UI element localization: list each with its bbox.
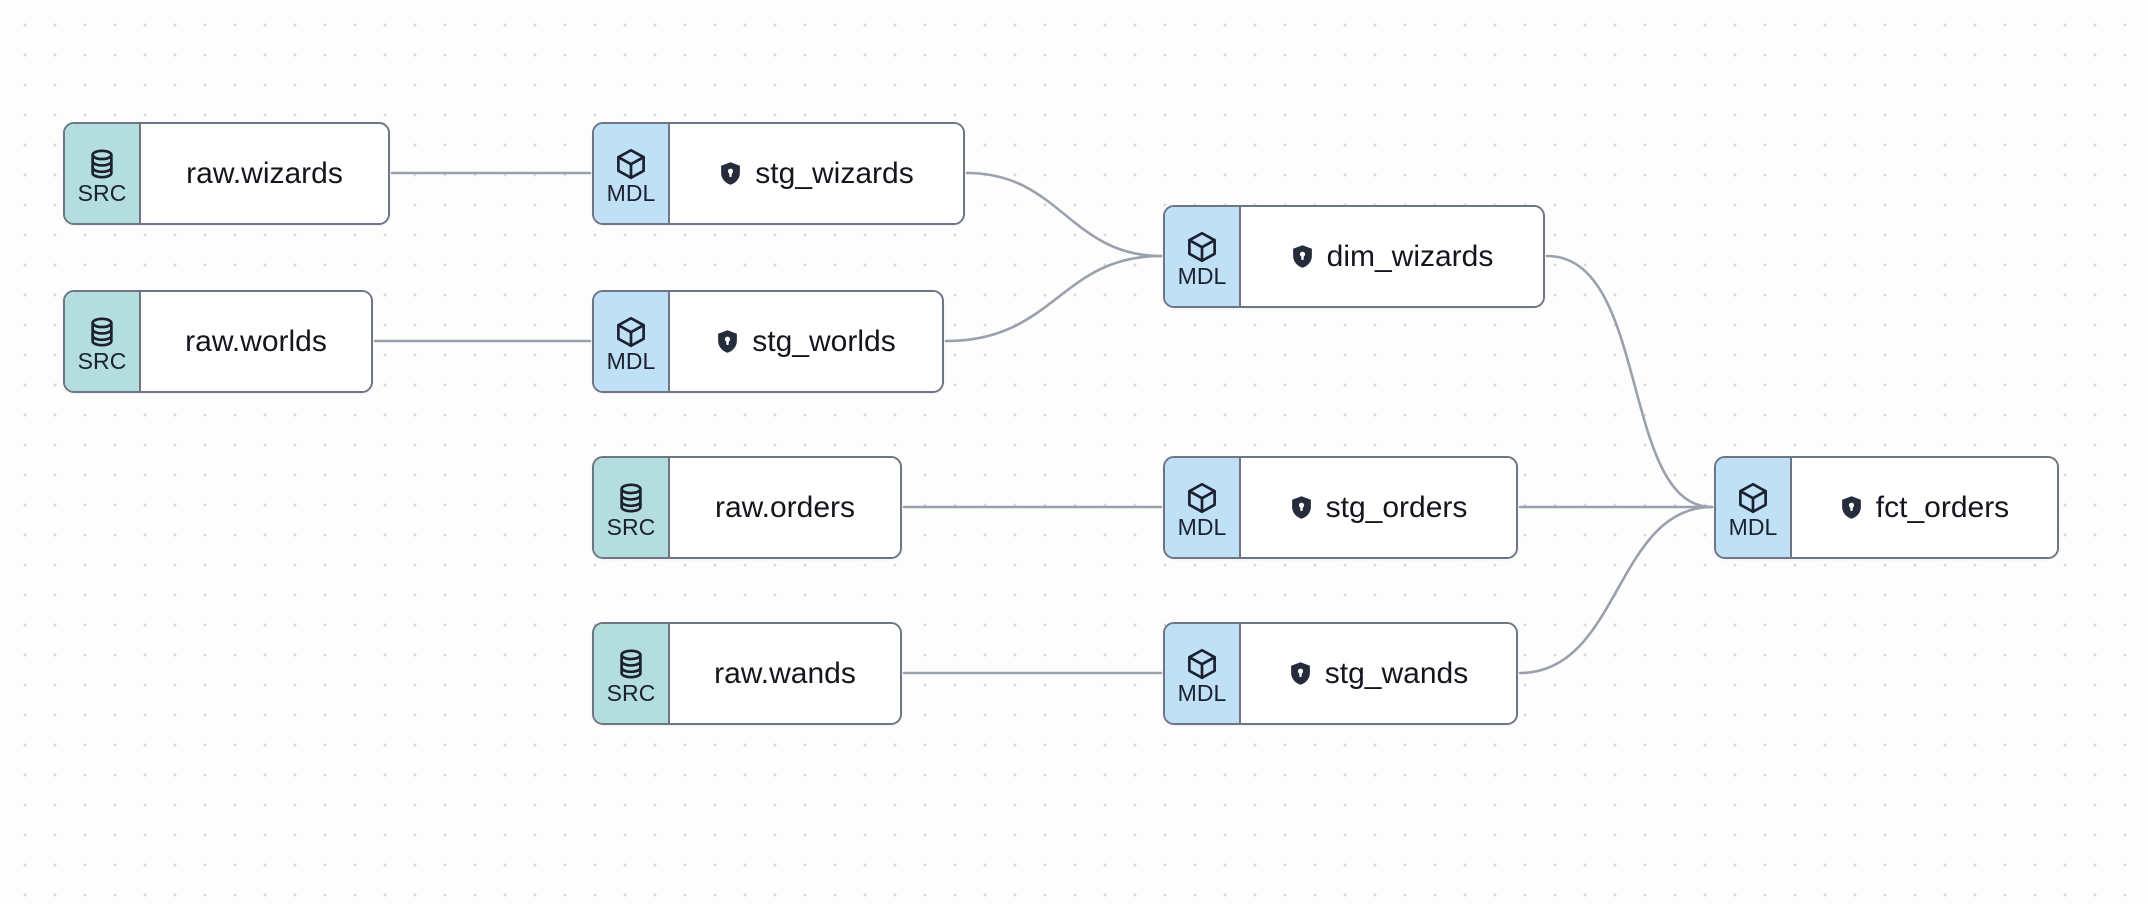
node-label: stg_orders — [1325, 490, 1468, 524]
node-type-badge-src: SRC — [65, 124, 141, 223]
node-type-label: MDL — [606, 347, 656, 374]
cube-icon — [1185, 647, 1219, 681]
node-label: stg_wands — [1324, 656, 1469, 690]
node-label: raw.wizards — [186, 156, 343, 190]
node-stg_wizards[interactable]: MDL stg_wizards — [592, 122, 965, 225]
node-type-label: SRC — [606, 513, 656, 540]
node-type-badge-mdl: MDL — [594, 292, 670, 391]
node-type-label: MDL — [1177, 679, 1227, 706]
node-label: stg_worlds — [752, 324, 896, 358]
node-body: fct_orders — [1792, 458, 2057, 557]
shield-lock-icon — [719, 161, 742, 186]
shield-lock-icon — [1840, 495, 1863, 520]
edge-dim_wizards-to-fct_orders[interactable] — [1545, 254, 1714, 509]
shield-lock-icon — [1290, 495, 1313, 520]
cube-icon — [614, 315, 648, 349]
node-body: stg_orders — [1241, 458, 1516, 557]
node-type-badge-mdl: MDL — [1165, 207, 1241, 306]
cube-icon — [1736, 481, 1770, 515]
node-type-badge-mdl: MDL — [1165, 624, 1241, 723]
cube-icon — [614, 147, 648, 181]
shield-lock-icon — [1291, 244, 1314, 269]
node-type-badge-src: SRC — [594, 624, 670, 723]
node-fct_orders[interactable]: MDL fct_orders — [1714, 456, 2059, 559]
cube-icon — [1185, 481, 1219, 515]
node-label: stg_wizards — [755, 156, 914, 190]
database-icon — [614, 481, 648, 515]
node-body: raw.orders — [670, 458, 900, 557]
database-icon — [85, 315, 119, 349]
node-body: stg_worlds — [670, 292, 942, 391]
node-type-label: MDL — [1728, 513, 1778, 540]
node-type-label: MDL — [1177, 262, 1227, 289]
node-type-badge-src: SRC — [594, 458, 670, 557]
node-label: raw.worlds — [185, 324, 327, 358]
cube-icon — [1185, 230, 1219, 264]
node-stg_worlds[interactable]: MDL stg_worlds — [592, 290, 944, 393]
node-type-badge-src: SRC — [65, 292, 141, 391]
shield-lock-icon — [716, 329, 739, 354]
node-type-badge-mdl: MDL — [594, 124, 670, 223]
node-body: raw.wizards — [141, 124, 388, 223]
node-stg_wands[interactable]: MDL stg_wands — [1163, 622, 1518, 725]
node-label: fct_orders — [1875, 490, 2010, 524]
node-type-badge-mdl: MDL — [1716, 458, 1792, 557]
edge-stg_worlds-to-dim_wizards[interactable] — [944, 254, 1163, 343]
node-label: raw.wands — [714, 656, 856, 690]
node-body: raw.worlds — [141, 292, 371, 391]
node-body: stg_wizards — [670, 124, 963, 223]
node-dim_wizards[interactable]: MDL dim_wizards — [1163, 205, 1545, 308]
edge-stg_wands-to-fct_orders[interactable] — [1518, 505, 1714, 675]
node-body: dim_wizards — [1241, 207, 1543, 306]
node-type-label: MDL — [606, 179, 656, 206]
edge-stg_wizards-to-dim_wizards[interactable] — [965, 171, 1163, 258]
database-icon — [614, 647, 648, 681]
node-type-label: SRC — [606, 679, 656, 706]
node-stg_orders[interactable]: MDL stg_orders — [1163, 456, 1518, 559]
database-icon — [85, 147, 119, 181]
node-label: raw.orders — [714, 490, 856, 524]
shield-lock-icon — [1289, 661, 1312, 686]
node-type-badge-mdl: MDL — [1165, 458, 1241, 557]
node-raw_worlds[interactable]: SRC raw.worlds — [63, 290, 373, 393]
node-label: dim_wizards — [1326, 239, 1494, 273]
node-body: stg_wands — [1241, 624, 1516, 723]
node-type-label: SRC — [77, 179, 127, 206]
node-body: raw.wands — [670, 624, 900, 723]
node-raw_wands[interactable]: SRC raw.wands — [592, 622, 902, 725]
node-raw_orders[interactable]: SRC raw.orders — [592, 456, 902, 559]
node-type-label: SRC — [77, 347, 127, 374]
node-type-label: MDL — [1177, 513, 1227, 540]
node-raw_wizards[interactable]: SRC raw.wizards — [63, 122, 390, 225]
